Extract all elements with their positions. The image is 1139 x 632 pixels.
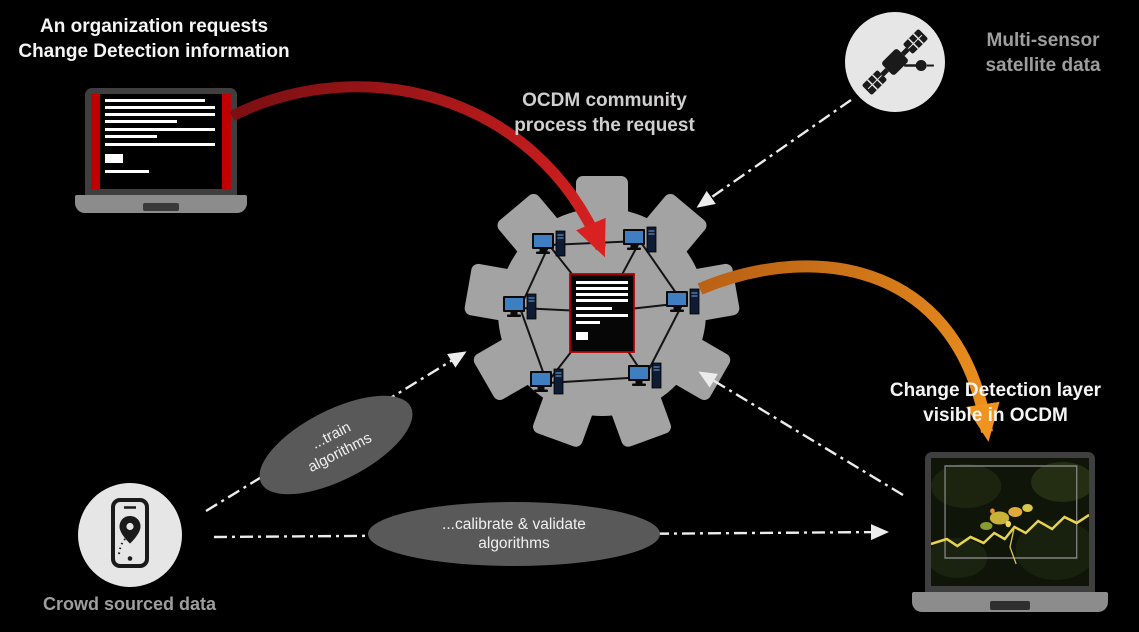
computer-icon: [529, 368, 564, 395]
ocdm-label: OCDM community process the request: [462, 88, 747, 138]
calibrate-validate-note: ...calibrate & validate algorithms: [368, 502, 660, 566]
request-form-screen: [91, 94, 231, 189]
form-line: [105, 113, 215, 116]
output-label-line1: Change Detection layer: [889, 380, 1102, 401]
computer-icon: [665, 288, 700, 315]
computer-icon: [502, 293, 537, 320]
organization-label-line1: An organization requests: [39, 16, 269, 37]
organization-label: An organization requests Change Detectio…: [8, 14, 300, 64]
form-red-stripe: [91, 94, 100, 189]
request-document-icon: [569, 273, 635, 353]
organization-laptop-icon: [75, 88, 247, 215]
laptop-screen: [925, 452, 1095, 592]
calibrate-note-line2: algorithms: [478, 535, 550, 552]
form-line: [105, 106, 215, 109]
computer-icon: [627, 362, 662, 389]
satellite-label-line2: satellite data: [985, 55, 1101, 77]
form-line: [105, 128, 215, 131]
gear-icon: [464, 176, 740, 447]
laptop-notch: [143, 203, 179, 211]
ocdm-label-line1: OCDM community: [522, 90, 687, 111]
change-detection-map-screen: [931, 458, 1089, 586]
form-line: [105, 143, 215, 146]
satellite-map-image: [931, 458, 1089, 586]
crowd-phone-badge: [78, 483, 182, 587]
satellite-badge: [845, 12, 945, 112]
crowd-label: Crowd sourced data: [22, 593, 237, 617]
calibrate-note-line1: ...calibrate & validate: [442, 515, 586, 533]
satellite-label: Multi-sensor satellite data: [952, 28, 1134, 78]
laptop-notch: [990, 601, 1030, 610]
form-button: [105, 154, 123, 163]
form-red-stripe: [222, 94, 231, 189]
output-label-line2: visible in OCDM: [923, 405, 1068, 427]
output-laptop-icon: [912, 452, 1108, 616]
satellite-label-line1: Multi-sensor: [986, 30, 1100, 51]
organization-label-line2: Change Detection information: [18, 41, 290, 63]
form-line: [105, 120, 177, 123]
output-label: Change Detection layer visible in OCDM: [878, 378, 1113, 428]
smartphone-location-pin-icon: [111, 498, 149, 568]
crowd-label-line1: Crowd sourced data: [42, 594, 217, 614]
train-algorithms-note: ...train algorithms: [245, 375, 427, 515]
satellite-icon: [862, 29, 934, 95]
form-line: [105, 99, 205, 102]
computer-icon: [622, 226, 657, 253]
laptop-base: [75, 195, 247, 213]
laptop-screen: [85, 88, 237, 195]
laptop-base: [912, 592, 1108, 612]
form-line: [105, 170, 149, 173]
form-line: [105, 135, 157, 138]
ocdm-label-line2: process the request: [514, 115, 695, 137]
computer-icon: [531, 230, 566, 257]
